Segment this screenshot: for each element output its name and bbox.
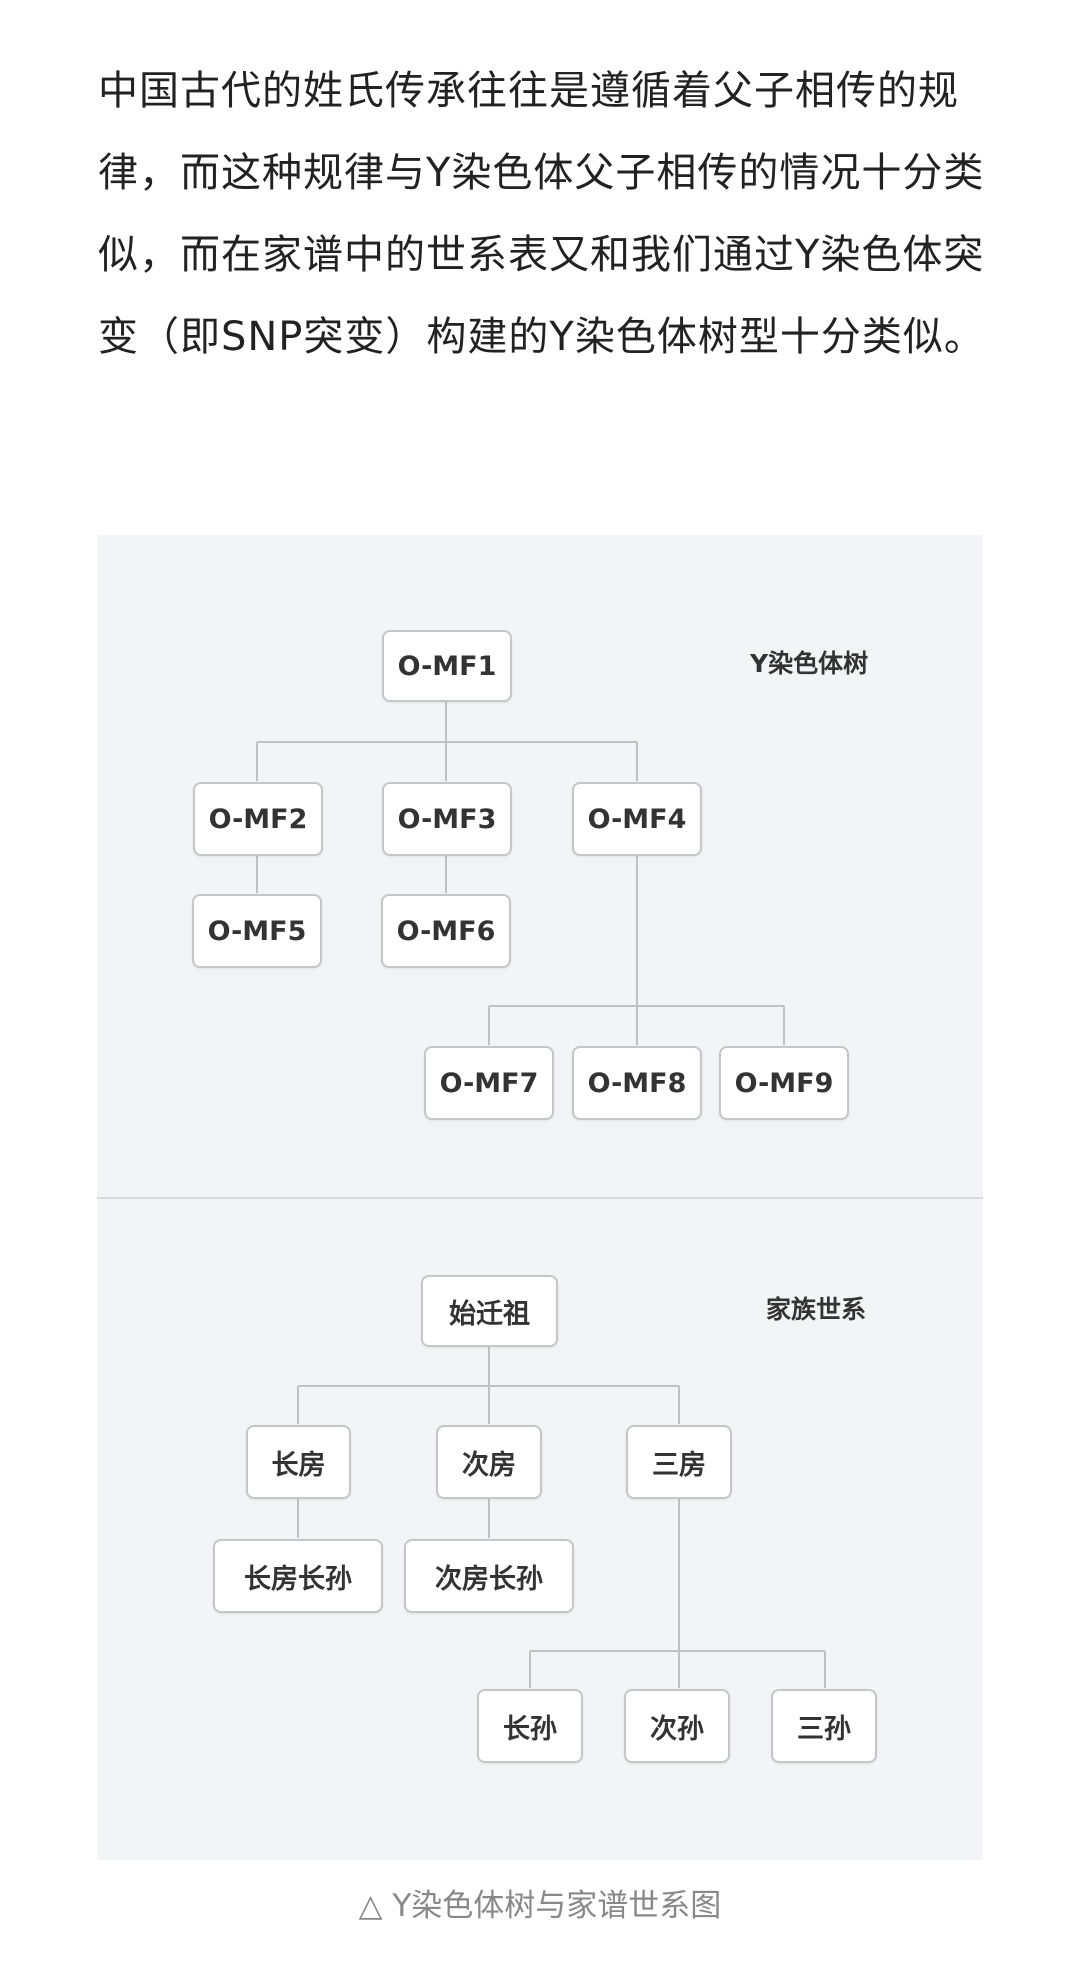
node-o-mf8: O-MF8 (572, 1046, 702, 1120)
panel-divider (97, 1197, 983, 1199)
node-second-eldest-grandson: 次房长孙 (404, 1539, 574, 1613)
node-o-mf6: O-MF6 (381, 894, 511, 968)
node-o-mf4: O-MF4 (572, 782, 702, 856)
node-eldest-branch: 长房 (246, 1425, 351, 1499)
node-grandson-2: 次孙 (624, 1689, 730, 1763)
family-tree-label: 家族世系 (766, 1295, 867, 1324)
node-grandson-1: 长孙 (477, 1689, 583, 1763)
node-o-mf5: O-MF5 (192, 894, 322, 968)
node-eldest-eldest-grandson: 长房长孙 (213, 1539, 383, 1613)
figure-caption: △ Y染色体树与家谱世系图 (358, 1888, 722, 1924)
intro-paragraph: 中国古代的姓氏传承往往是遵循着父子相传的规律，而这种规律与Y染色体父子相传的情况… (98, 68, 985, 360)
node-o-mf9: O-MF9 (719, 1046, 849, 1120)
node-o-mf2: O-MF2 (193, 782, 323, 856)
node-grandson-3: 三孙 (771, 1689, 877, 1763)
node-o-mf7: O-MF7 (424, 1046, 554, 1120)
node-founder: 始迁祖 (421, 1275, 558, 1347)
node-third-branch: 三房 (626, 1425, 732, 1499)
node-o-mf3: O-MF3 (382, 782, 512, 856)
y-tree-label: Y染色体树 (750, 649, 869, 678)
node-o-mf1: O-MF1 (382, 630, 512, 702)
node-second-branch: 次房 (436, 1425, 542, 1499)
